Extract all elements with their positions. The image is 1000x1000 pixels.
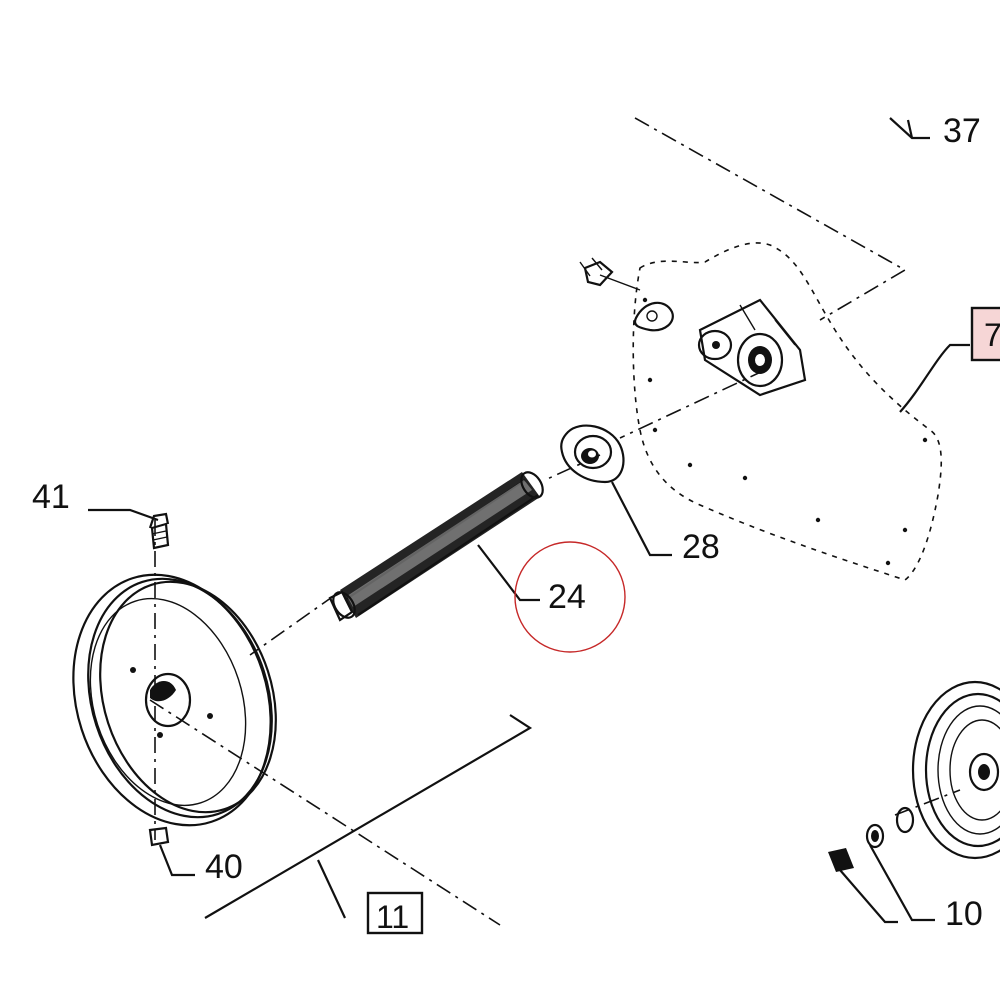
shaft-part-24 (328, 471, 544, 622)
boxed-ref-7-label: 7 (984, 317, 1000, 353)
flange-washer-part-28 (560, 424, 625, 484)
set-screw-part-41 (148, 512, 170, 550)
large-pulley (72, 573, 277, 827)
callout-28: 28 (682, 528, 720, 566)
boxed-ref-7: 7 (970, 306, 1000, 362)
callout-labels: 37 41 28 24 40 10 (32, 112, 983, 933)
callout-37: 37 (943, 112, 981, 150)
boxed-ref-11: 11 (366, 891, 424, 935)
bearing-block (697, 298, 807, 397)
center-lines (149, 117, 961, 926)
bolt-part-40 (148, 826, 170, 847)
boxed-ref-11-label: 11 (376, 899, 409, 935)
callout-24: 24 (548, 578, 586, 616)
leader-lines (88, 117, 970, 924)
callout-10: 10 (945, 895, 983, 933)
callout-40: 40 (205, 848, 243, 886)
callout-41: 41 (32, 478, 70, 516)
tensioner-bracket (579, 257, 674, 332)
mounting-plate (632, 242, 943, 581)
small-pulley-assembly (828, 680, 1000, 872)
highlight-circle (514, 541, 626, 653)
